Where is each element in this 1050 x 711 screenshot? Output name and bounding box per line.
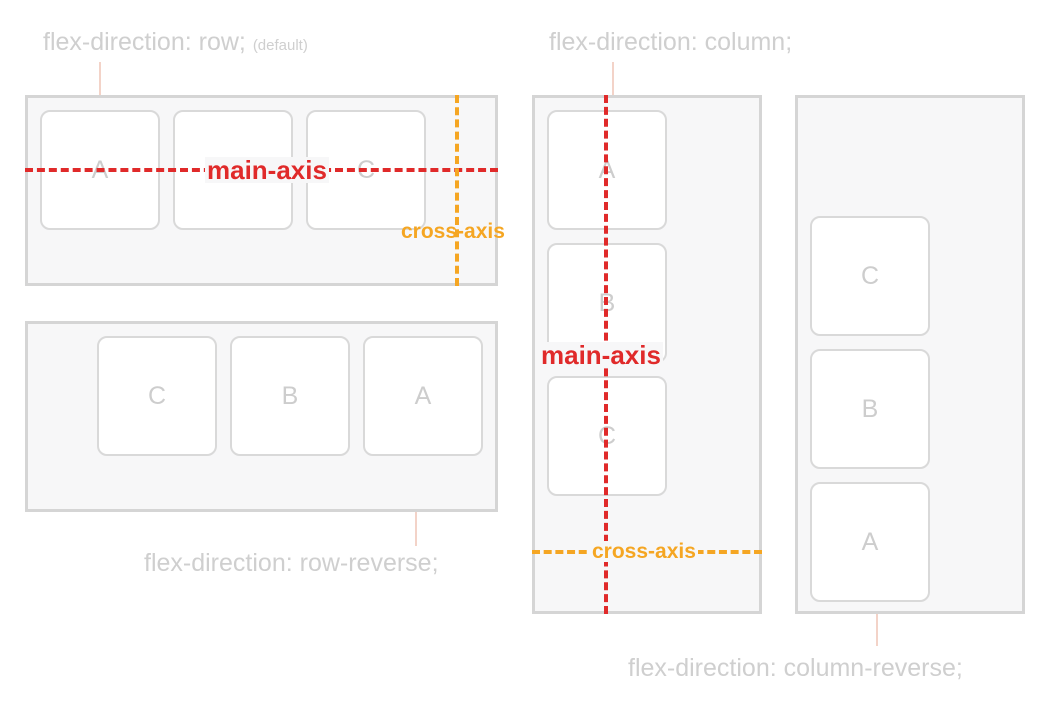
main-axis-row-label: main-axis (205, 155, 329, 185)
cross-axis-row-line (455, 95, 459, 286)
caption-row: flex-direction: row; (default) (43, 30, 308, 55)
flex-item-column-reverse-3: A (810, 482, 930, 602)
flex-item-column-reverse-1: C (810, 216, 930, 336)
caption-row-reverse: flex-direction: row-reverse; (144, 549, 439, 577)
container-column-reverse: C B A (795, 95, 1025, 614)
caption-row-default: (default) (252, 37, 308, 54)
flex-item-row-reverse-2: B (230, 336, 350, 456)
main-axis-column-label: main-axis (539, 340, 663, 370)
flex-item-column-reverse-2: B (810, 349, 930, 469)
caption-row-pointer (99, 62, 101, 96)
caption-row-reverse-pointer (415, 512, 417, 546)
cross-axis-column-label: cross-axis (590, 540, 698, 563)
caption-row-text: flex-direction: row; (43, 28, 246, 56)
caption-column-reverse: flex-direction: column-reverse; (628, 654, 963, 682)
flex-item-row-reverse-3: A (363, 336, 483, 456)
caption-column-reverse-pointer (876, 614, 878, 646)
caption-column: flex-direction: column; (549, 28, 793, 56)
caption-column-pointer (612, 62, 614, 96)
container-row: A B C (25, 95, 498, 286)
flex-item-row-reverse-1: C (97, 336, 217, 456)
container-row-reverse: C B A (25, 321, 498, 512)
cross-axis-row-label: cross-axis (401, 220, 505, 243)
